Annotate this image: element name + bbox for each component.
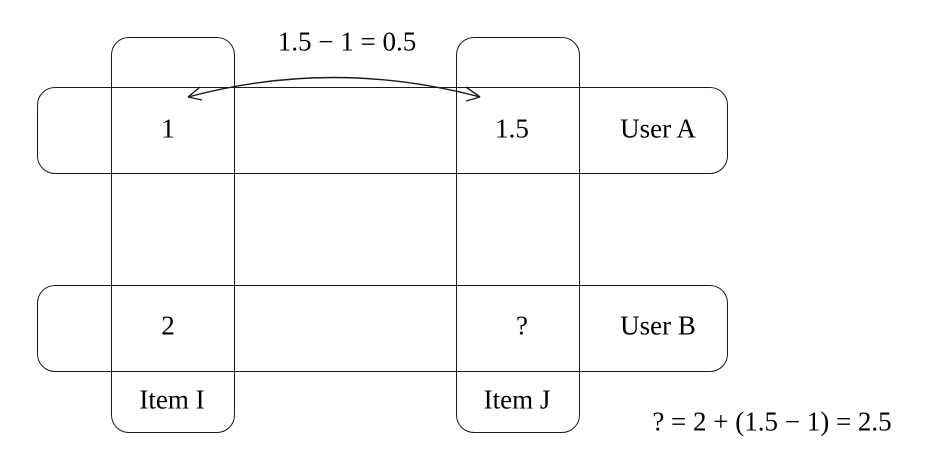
user-a-label: User A [620, 113, 696, 144]
user-b-label: User B [620, 310, 696, 341]
item-j-label: Item J [483, 384, 551, 415]
user-a-item-j-rating: 1.5 [495, 113, 529, 144]
difference-label: 1.5 − 1 = 0.5 [277, 26, 417, 57]
user-b-item-j-rating: ? [516, 310, 528, 341]
user-b-item-i-rating: 2 [161, 310, 175, 341]
prediction-formula: ? = 2 + (1.5 − 1) = 2.5 [652, 406, 892, 437]
item-i-column [111, 37, 235, 433]
user-a-row [37, 87, 728, 174]
item-i-label: Item I [139, 384, 205, 415]
user-b-row [37, 285, 728, 372]
user-a-item-i-rating: 1 [161, 113, 175, 144]
item-j-column [456, 37, 580, 433]
